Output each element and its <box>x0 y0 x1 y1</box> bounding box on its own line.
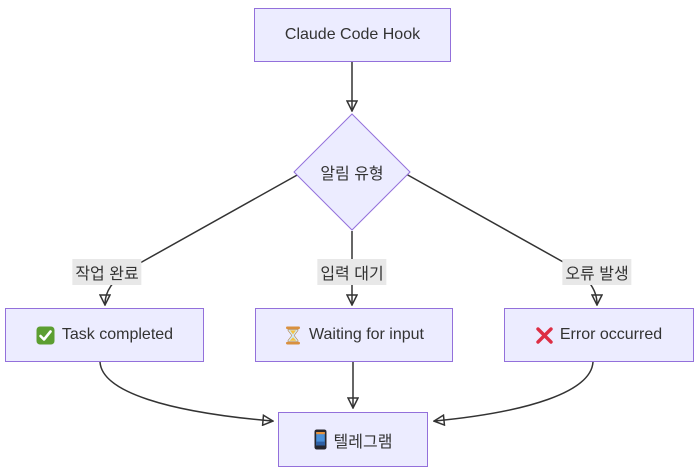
cross-mark-icon <box>536 326 553 344</box>
task-completed-label: Task completed <box>61 326 174 343</box>
edge-error-telegram <box>435 361 594 421</box>
node-telegram: 텔레그램 <box>278 412 428 467</box>
node-task-completed: Task completed <box>5 308 204 362</box>
node-start: Claude Code Hook <box>254 8 451 62</box>
edge-label-task-done: 작업 완료 <box>72 259 142 285</box>
edge-label-error: 오류 발생 <box>562 259 632 285</box>
node-decision: 알림 유형 <box>293 113 411 231</box>
edge-label-input-wait: 입력 대기 <box>317 259 387 285</box>
telegram-label: 텔레그램 <box>333 433 393 451</box>
decision-diamond-shape <box>293 113 411 231</box>
hourglass-icon <box>284 326 302 345</box>
start-label: Claude Code Hook <box>284 26 421 43</box>
mobile-phone-icon <box>314 429 327 450</box>
edge-task-telegram <box>99 361 272 421</box>
error-occurred-label: Error occurred <box>559 326 663 343</box>
decision-label: 알림 유형 <box>320 166 384 183</box>
node-waiting-input: Waiting for input <box>255 308 453 362</box>
node-error-occurred: Error occurred <box>504 308 694 362</box>
waiting-input-label: Waiting for input <box>308 326 424 343</box>
check-icon <box>36 326 55 345</box>
